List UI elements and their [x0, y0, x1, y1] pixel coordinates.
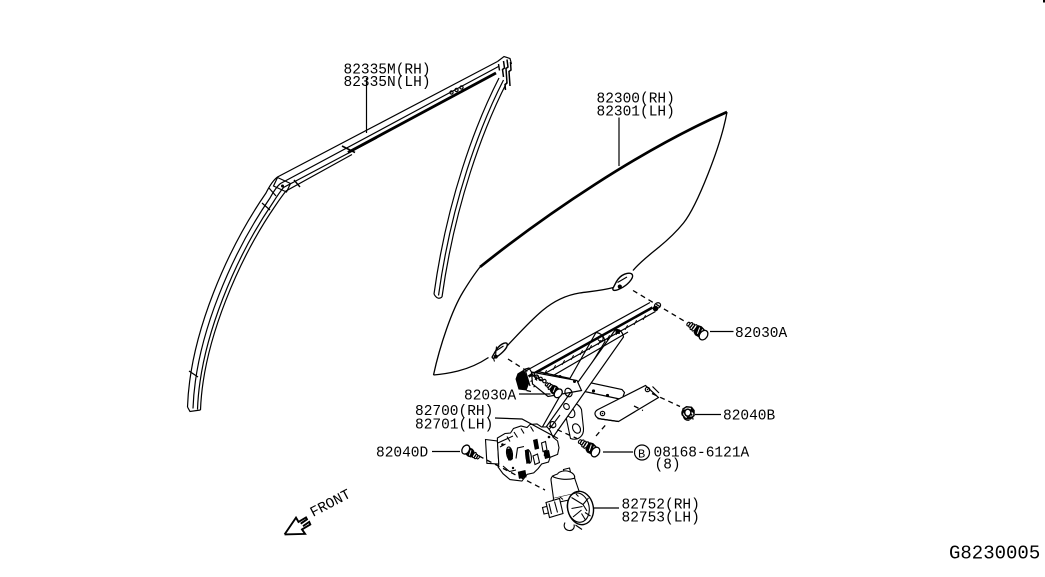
svg-text:B: B [638, 448, 645, 462]
svg-text:82030A: 82030A [735, 326, 788, 342]
svg-text:82753(LH): 82753(LH) [622, 511, 700, 527]
svg-text:82701(LH): 82701(LH) [415, 418, 493, 434]
svg-text:82301(LH): 82301(LH) [597, 105, 675, 121]
svg-text:82335M(RH): 82335M(RH) [344, 63, 431, 79]
svg-text:82700(RH): 82700(RH) [415, 404, 493, 420]
svg-text:82752(RH): 82752(RH) [622, 498, 700, 514]
svg-text:08168-6121A: 08168-6121A [654, 446, 750, 462]
svg-text:82040D: 82040D [376, 446, 428, 462]
svg-text:G8230005: G8230005 [949, 543, 1040, 565]
svg-text:(8): (8) [655, 458, 681, 474]
svg-text:82300(RH): 82300(RH) [597, 92, 675, 108]
svg-text:82030A: 82030A [464, 389, 517, 405]
svg-text:82040B: 82040B [723, 409, 776, 425]
svg-text:82335N(LH): 82335N(LH) [344, 75, 431, 91]
